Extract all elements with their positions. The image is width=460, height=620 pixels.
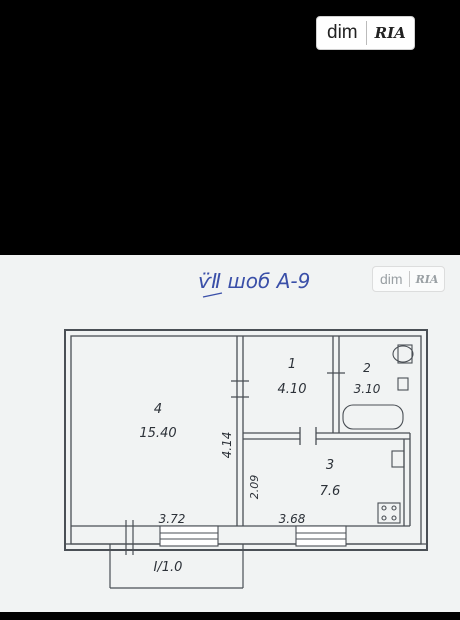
- room-2-label: 2 3.10: [354, 361, 381, 396]
- floor-plan-image: dim RIA ѵ̈Ⅱ шоб А-9: [0, 255, 460, 612]
- dim-room4-width: 3.72: [159, 512, 186, 526]
- window-right: [295, 525, 347, 547]
- room-2-number: 2: [363, 361, 371, 375]
- stove-icon: [377, 502, 401, 524]
- walls: [64, 329, 428, 551]
- room-3-number: 3: [326, 458, 334, 473]
- room-3-area: 7.6: [320, 484, 341, 499]
- dimria-watermark: dim RIA: [316, 16, 415, 50]
- dim-room3-width: 3.68: [279, 512, 306, 526]
- header-underline: [202, 292, 223, 298]
- room-1-area: 4.10: [278, 382, 307, 397]
- room-1-label: 1 4.10: [278, 357, 307, 397]
- sink-icon: [391, 450, 405, 468]
- room-3-label: 3 7.6: [320, 458, 341, 499]
- room-2-area: 3.10: [354, 382, 381, 396]
- balcony: [109, 520, 244, 589]
- plan-watermark-brand-text: dim: [380, 271, 403, 287]
- dim-room4-height: 4.14: [220, 432, 234, 459]
- room-4-number: 4: [154, 402, 162, 417]
- plan-watermark-logo-icon: RIA: [415, 272, 439, 286]
- dimria-logo-icon: RIA: [374, 24, 406, 42]
- window-left: [159, 525, 219, 547]
- dimria-separator: [365, 21, 367, 45]
- dimria-brand-text: dim: [317, 22, 366, 44]
- plan-watermark-separator: [408, 271, 410, 287]
- balcony-label: I/1.0: [154, 560, 183, 575]
- plan-watermark: dim RIA: [372, 266, 446, 292]
- room-4-area: 15.40: [139, 426, 176, 441]
- dim-room3-height: 2.09: [248, 475, 261, 500]
- floor-plan-drawing: ѵ̈Ⅱ шоб А-9: [64, 269, 428, 589]
- toilet-icon: [392, 344, 414, 364]
- room-4-label: 4 15.40: [139, 402, 176, 441]
- plan-header-note: ѵ̈Ⅱ шоб А-9: [198, 269, 310, 293]
- bathtub-icon: [342, 377, 409, 430]
- door-marks: [231, 372, 345, 445]
- room-1-number: 1: [288, 357, 296, 372]
